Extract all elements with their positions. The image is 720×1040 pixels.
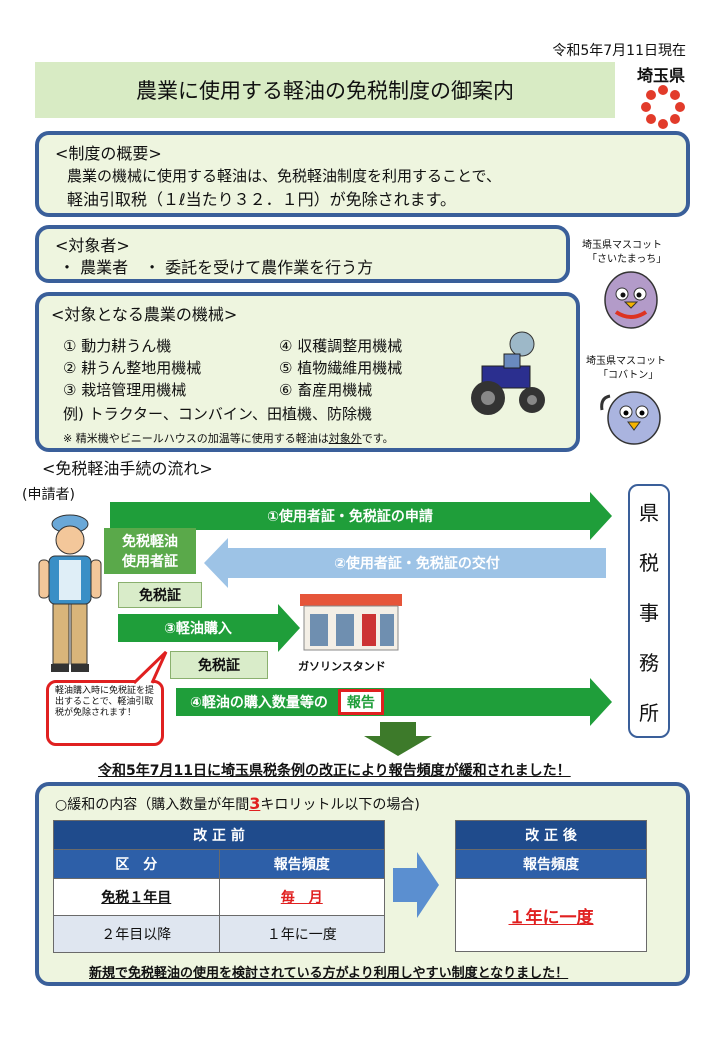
overview-box: <制度の概要> 農業の機械に使用する軽油は、免税軽油制度を利用することで、 軽油…: [35, 131, 690, 217]
step4-label: ④軽油の購入数量等の: [190, 695, 328, 711]
row2-freq: １年に一度: [218, 915, 385, 953]
tax-ticket-card-2: 免税証: [170, 651, 268, 679]
relaxation-footer: 新規で免税軽油の使用を検討されている方がより利用しやすい制度となりました！: [89, 966, 569, 981]
relaxation-box: ○緩和の内容（購入数量が年間3キロリットル以下の場合) 改 正 前 区 分 報告…: [35, 782, 690, 986]
relaxation-heading-prefix: ○緩和の内容（購入数量が年間: [55, 797, 250, 813]
before-table: 改 正 前 区 分 報告頻度 免税１年目 毎 月 ２年目以降 １年に一度: [53, 820, 385, 953]
note-bubble: 軽油購入時に免税証を提出することで、軽油引取税が免除されます！: [46, 680, 164, 746]
machines-note-suffix: です。: [361, 432, 394, 445]
prefecture-label: 埼玉県: [637, 66, 686, 85]
row1-freq: 毎 月: [218, 878, 385, 916]
step1-arrow: ①使用者証・免税証の申請: [110, 492, 612, 540]
relaxation-heading-suffix: キロリットル以下の場合): [260, 797, 420, 813]
relaxation-heading: ○緩和の内容（購入数量が年間3キロリットル以下の場合): [55, 794, 420, 814]
eligible-line: ・ 農業者 ・ 委託を受けて農作業を行う方: [59, 258, 374, 277]
step4-arrow: ④軽油の購入数量等の 報告: [176, 678, 612, 726]
report-box: 報告: [337, 689, 384, 715]
office-char-1: 県: [639, 500, 659, 525]
eligible-heading: <対象者>: [55, 236, 130, 255]
after-value: １年に一度: [455, 878, 647, 952]
step3-arrow: ③軽油購入: [118, 604, 300, 652]
step2-arrow: ②使用者証・免税証の交付: [204, 538, 606, 588]
tax-office-box: 県 税 事 務 所: [628, 484, 670, 738]
user-cert-line1: 免税軽油: [122, 534, 178, 550]
col-freq: 報告頻度: [218, 849, 385, 879]
mascot-saitamacchi-icon: [604, 271, 658, 329]
after-title: 改 正 後: [455, 820, 647, 850]
mascot1-caption2: 「さいたまっち」: [587, 254, 667, 265]
overview-line1: 農業の機械に使用する軽油は、免税軽油制度を利用することで、: [67, 167, 501, 185]
machine-item-5: ⑤ 植物繊維用機械: [279, 359, 403, 377]
note-bubble-text: 軽油購入時に免税証を提出することで、軽油引取税が免除されます！: [55, 686, 155, 718]
office-char-2: 税: [639, 550, 659, 575]
user-cert-card: 免税軽油 使用者証: [104, 528, 196, 574]
machines-box: <対象となる農業の機械> ① 動力耕うん機 ④ 収穫調整用機械 ② 耕うん整地用…: [35, 292, 580, 452]
row1-category: 免税１年目: [53, 878, 220, 916]
office-char-3: 事: [639, 600, 659, 625]
title-banner: 農業に使用する軽油の免税制度の御案内: [35, 62, 615, 118]
relaxation-heading-num: 3: [249, 794, 261, 813]
bubble-tail: [132, 650, 168, 684]
machine-item-3: ③ 栽培管理用機械: [63, 381, 187, 399]
machines-note: ※ 精米機やビニールハウスの加温等に使用する軽油は対象外です。: [63, 430, 394, 446]
mascot2-caption1: 埼玉県マスコット: [586, 356, 666, 367]
page-title: 農業に使用する軽油の免税制度の御案内: [136, 79, 514, 103]
right-arrow-icon: [393, 852, 439, 918]
before-title: 改 正 前: [53, 820, 385, 850]
date-label: 令和5年7月11日現在: [552, 43, 686, 59]
machines-example: 例) トラクター、コンバイン、田植機、防除機: [63, 405, 372, 423]
overview-line2: 軽油引取税（１ℓ当たり３２．１円）が免除されます。: [67, 190, 457, 209]
machine-item-6: ⑥ 畜産用機械: [279, 381, 373, 399]
tractor-icon: [471, 331, 545, 415]
down-arrow-icon: [364, 722, 432, 756]
tax-ticket-card: 免税証: [118, 582, 202, 608]
row2-category: ２年目以降: [53, 915, 220, 953]
mascot-kobaton-icon: [600, 391, 661, 445]
applicant-label: (申請者): [22, 487, 75, 503]
user-cert-line2: 使用者証: [122, 554, 178, 570]
machine-item-4: ④ 収穫調整用機械: [279, 337, 403, 355]
farmer-icon: [38, 514, 102, 672]
gas-station-icon: [300, 594, 402, 651]
mascot1-caption1: 埼玉県マスコット: [582, 240, 662, 251]
overview-heading: <制度の概要>: [55, 144, 162, 163]
after-table: 改 正 後 報告頻度 １年に一度: [455, 820, 647, 952]
col-category: 区 分: [53, 849, 220, 879]
after-col: 報告頻度: [455, 849, 647, 879]
revision-notice: 令和5年7月11日に埼玉県税条例の改正により報告頻度が緩和されました！: [98, 763, 571, 779]
office-char-5: 所: [639, 700, 659, 725]
machines-heading: <対象となる農業の機械>: [51, 305, 238, 324]
gas-station-label: ガソリンスタンド: [298, 660, 386, 673]
machine-item-1: ① 動力耕うん機: [63, 337, 172, 355]
saitama-logo: [641, 85, 685, 129]
machines-note-prefix: ※ 精米機やビニールハウスの加温等に使用する軽油は: [63, 432, 329, 445]
machine-item-2: ② 耕うん整地用機械: [63, 359, 202, 377]
mascot2-caption2: 「コバトン」: [598, 370, 659, 381]
flow-heading: <免税軽油手続の流れ>: [42, 459, 213, 478]
office-char-4: 務: [639, 650, 659, 675]
machines-note-emph: 対象外: [328, 432, 362, 445]
eligible-box: <対象者> ・ 農業者 ・ 委託を受けて農作業を行う方: [35, 225, 570, 283]
